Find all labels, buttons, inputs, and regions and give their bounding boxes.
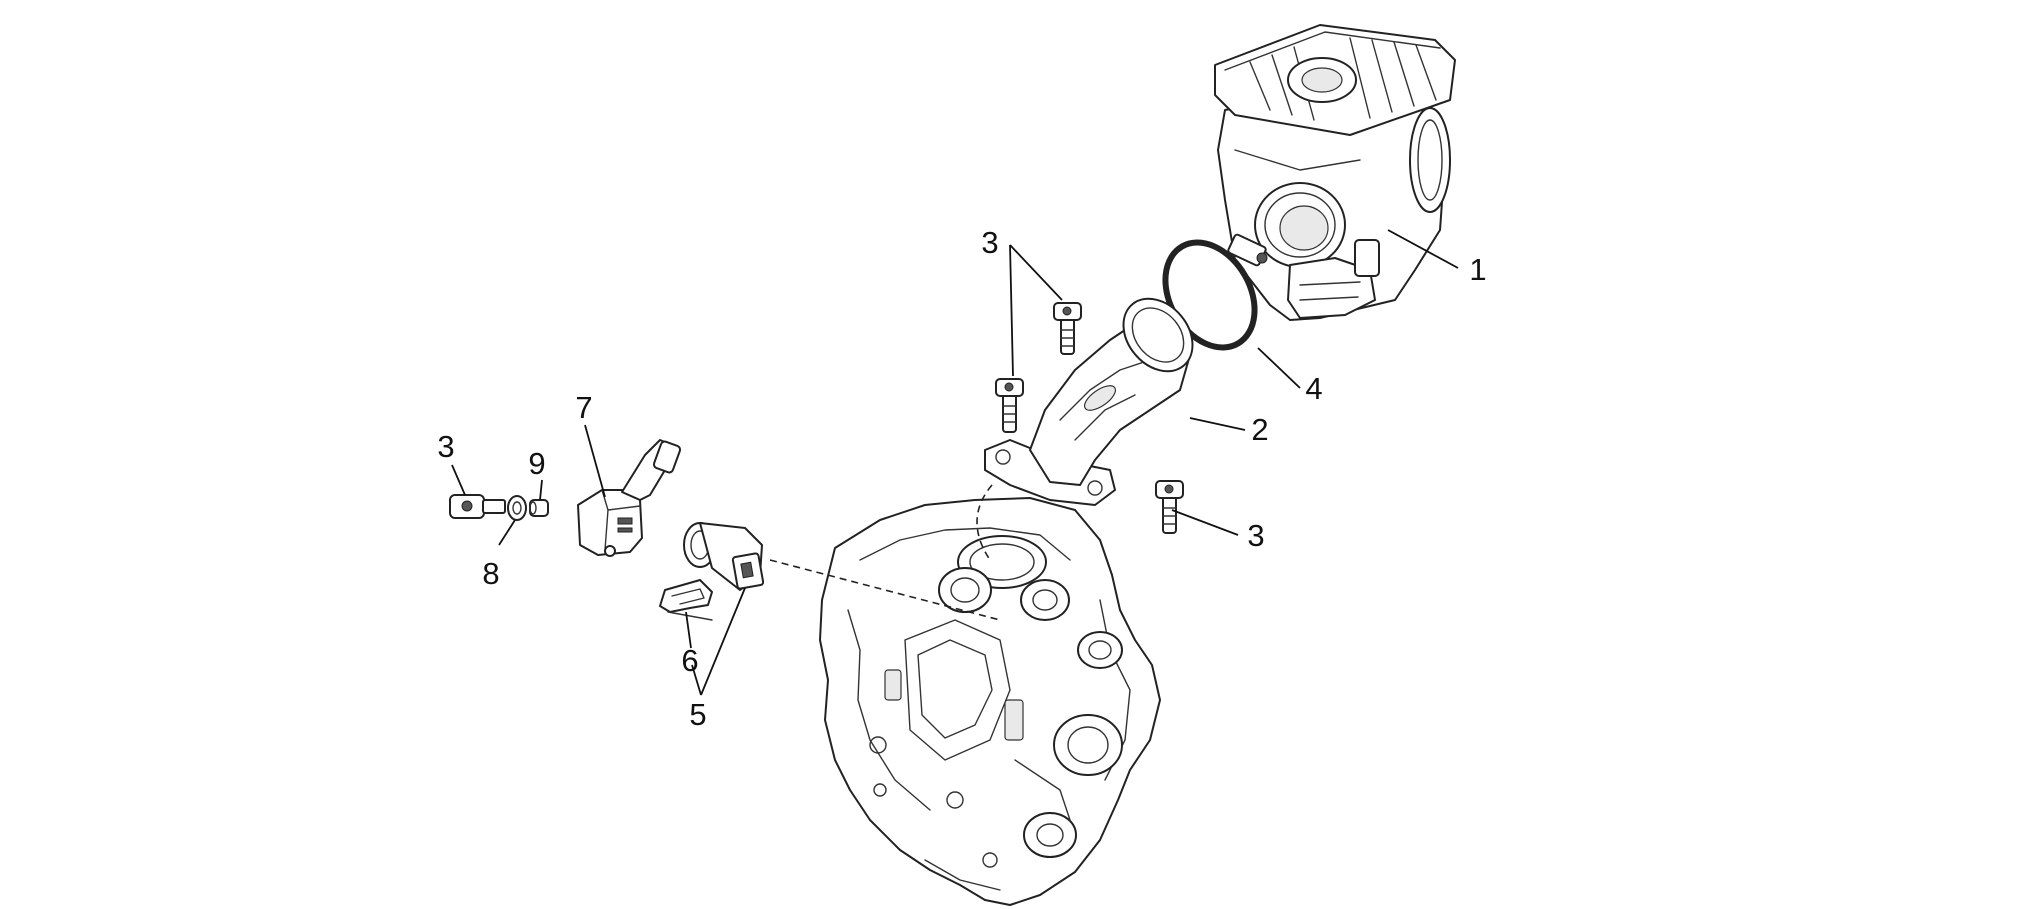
assembly-lines xyxy=(769,484,1001,621)
bolt-left xyxy=(449,494,506,519)
throttle-body xyxy=(1214,24,1456,321)
bolt-middle xyxy=(995,378,1024,433)
bolt-upper xyxy=(1053,302,1082,355)
callout-9: 9 xyxy=(528,446,545,481)
leader-lines xyxy=(451,229,1459,696)
intake-manifold xyxy=(984,297,1194,506)
callout-5: 5 xyxy=(689,697,706,732)
callout-2: 2 xyxy=(1251,412,1268,447)
retaining-clip xyxy=(659,579,713,621)
injector-sensor xyxy=(577,439,682,557)
sleeve xyxy=(529,499,549,517)
callout-3-left: 3 xyxy=(437,429,454,464)
callout-8: 8 xyxy=(482,556,499,591)
callout-7: 7 xyxy=(575,390,592,425)
callout-4: 4 xyxy=(1305,371,1322,406)
washer xyxy=(507,495,527,521)
cylinder-head xyxy=(819,497,1161,906)
callout-3-lower: 3 xyxy=(1247,518,1264,553)
callout-3-upper: 3 xyxy=(981,225,998,260)
connector xyxy=(683,522,765,591)
callout-6: 6 xyxy=(681,643,698,678)
callout-1: 1 xyxy=(1469,252,1486,287)
bolt-lower xyxy=(1155,480,1184,534)
callout-labels: 1 2 3 3 3 4 5 6 7 8 9 xyxy=(437,225,1486,732)
